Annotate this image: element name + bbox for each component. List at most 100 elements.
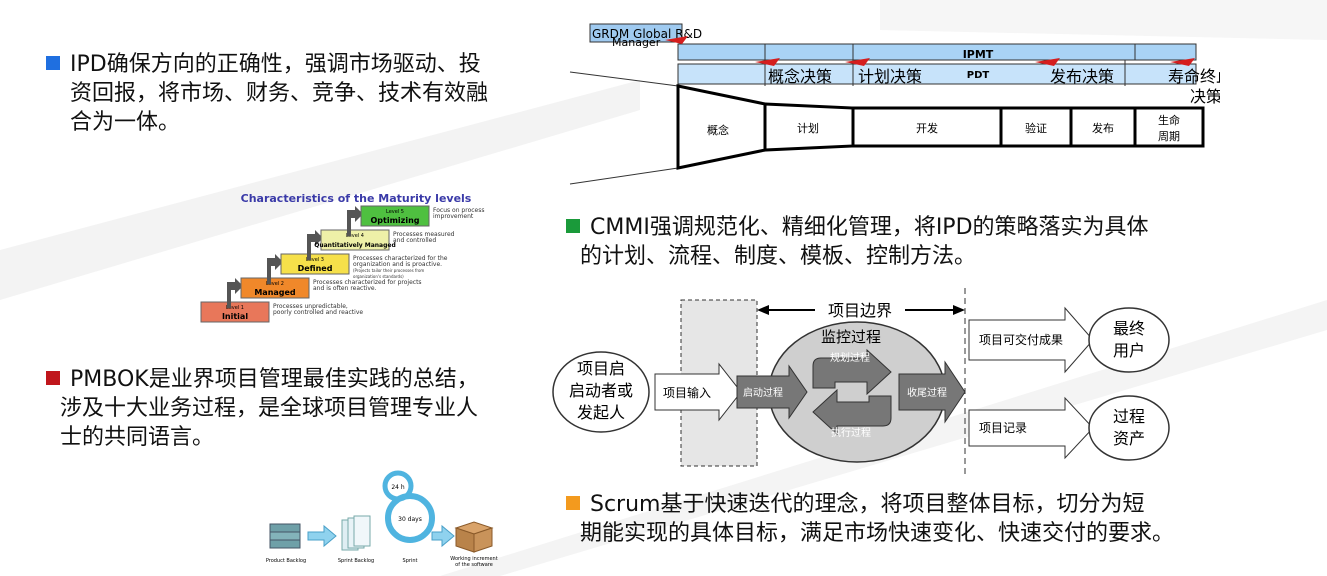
pdt-bar (677, 63, 1197, 85)
phase-release-shape (1069, 106, 1137, 148)
boundary-arrowhead-right (953, 305, 965, 315)
maturity-level-desc: organization's standards) (353, 274, 404, 279)
maturity-level-desc: Processes unpredictable, (273, 303, 348, 310)
bullet-pmbok-line-1: PMBOK是业界项目管理最佳实践的总结， (70, 367, 479, 392)
maturity-level-box (360, 205, 430, 227)
bullet-scrum-line-2: 期能实现的具体目标，满足市场快速变化、快速交付的要求。 (580, 521, 1175, 546)
manager-label: Manager (612, 36, 661, 49)
maturity-level-number: Level 4 (346, 233, 364, 239)
records-label: 项目记录 (979, 421, 1027, 435)
bullet-pmbok-line-2: 涉及十大业务过程，是全球项目管理专业人 (60, 396, 479, 421)
bullet-ipd-line-2: 资回报，将市场、财务、竞争、技术有效融 (70, 81, 489, 106)
initiator-line-2: 启动者或 (569, 381, 633, 400)
decision-marker-3 (1035, 58, 1060, 66)
maturity-level-desc: Processes measured (393, 231, 455, 238)
maturity-level-desc: Processes characterized for the (353, 255, 448, 262)
initiator-line-3: 发起人 (577, 403, 625, 422)
decision-concept: 概念决策 (768, 67, 832, 86)
maturity-level-name: Initial (222, 312, 248, 321)
daily-label: 24 h (391, 484, 405, 491)
boundary-arrowhead-left (757, 305, 769, 315)
sprint-backlog-sheets (341, 515, 371, 551)
maturity-level-name: Defined (298, 264, 333, 273)
phase-release: 发布 (1092, 121, 1114, 135)
end-user-ellipse (1088, 307, 1170, 373)
phase-verify-shape (999, 106, 1073, 148)
decision-marker-2 (845, 58, 870, 66)
decision-marker-4 (1170, 58, 1195, 66)
product-backlog-label: Product Backlog (266, 558, 306, 564)
bullet-cmmi-line-2: 的计划、流程、制度、模板、控制方法。 (580, 244, 977, 269)
phase-verify: 验证 (1025, 121, 1047, 135)
sprint-days-label: 30 days (398, 516, 422, 523)
maturity-diagram: Characteristics of the Maturity levels L… (200, 192, 484, 323)
decision-eol-2: 决策 (1190, 87, 1220, 106)
initiator-line-1: 项目启 (577, 359, 625, 378)
close-arrow (898, 360, 966, 424)
bullet-cmmi: CMMI强调规范化、精细化管理，将IPD的策略落实为具体 的计划、流程、制度、模… (566, 213, 1149, 271)
bullet-ipd-square (46, 56, 60, 70)
maturity-level-number: Level 1 (226, 305, 244, 311)
increment-label-2: of the software (455, 562, 493, 568)
ipd-guide-line-bottom (569, 167, 679, 185)
monitor-label: 监控过程 (821, 328, 881, 346)
maturity-level-name: Optimizing (371, 216, 420, 225)
phase-lifecycle-1: 生命 (1158, 113, 1180, 127)
pm-process-diagram: 项目边界 项目启 启动者或 发起人 项目输入 监控过程 启动过程 规划过程 执行… (552, 288, 1170, 474)
bullet-scrum-square (566, 496, 580, 510)
phase-concept: 概念 (707, 123, 729, 137)
bullet-scrum: Scrum基于快速迭代的理念，将项目整体目标，切分为短 期能实现的具体目标，满足… (566, 490, 1174, 548)
ipmt-segment-end (1134, 43, 1197, 61)
decision-eol-1: 寿命终止 (1168, 67, 1220, 86)
bullet-ipd-line-3: 合为一体。 (70, 110, 181, 135)
sprint-label: Sprint (403, 558, 418, 564)
decision-release: 发布决策 (1050, 67, 1114, 86)
sprint-backlog-label: Sprint Backlog (338, 558, 374, 564)
maturity-step-arrow (307, 230, 323, 260)
phase-dev: 开发 (916, 121, 938, 135)
maturity-level-number: Level 3 (306, 257, 324, 263)
maturity-step-arrow (267, 254, 283, 284)
decision-marker-manager (665, 36, 688, 44)
maturity-level-desc: (Projects tailor their processes from (353, 268, 424, 273)
maturity-level-number: Level 2 (266, 281, 284, 287)
maturity-level-box (320, 229, 390, 251)
bullet-ipd: IPD确保方向的正确性，强调市场驱动、投 资回报，将市场、财务、竞争、技术有效融… (46, 50, 488, 137)
increment-label-1: Working increment (450, 556, 497, 562)
assets-line-1: 过程 (1113, 407, 1145, 426)
input-label: 项目输入 (663, 385, 711, 400)
bullet-ipd-line-1: IPD确保方向的正确性，强调市场驱动、投 (70, 52, 481, 77)
maturity-level-desc: improvement (433, 213, 474, 220)
maturity-level-name: Managed (254, 288, 296, 297)
maturity-level-box (200, 301, 270, 323)
maturity-level-number: Level 5 (386, 209, 404, 215)
bullet-pmbok: PMBOK是业界项目管理最佳实践的总结， 涉及十大业务过程，是全球项目管理专业人… (46, 365, 479, 452)
product-backlog-stack (269, 523, 301, 549)
ipmt-bar (677, 43, 1197, 61)
ipmt-label: IPMT (963, 48, 994, 61)
assets-line-2: 资产 (1113, 429, 1145, 448)
plan-arrow (812, 348, 892, 396)
maturity-level-desc: and is often reactive. (313, 285, 377, 292)
end-user-line-2: 用户 (1113, 341, 1145, 360)
maturity-level-desc: Focus on process (433, 207, 484, 214)
assets-ellipse (1088, 395, 1170, 461)
phase-plan: 计划 (797, 122, 819, 135)
grdm-label: GRDM Global R&D (592, 27, 702, 41)
ipmt-segment (764, 43, 854, 61)
phase-lifecycle-shape (1133, 106, 1205, 148)
input-arrow (654, 362, 742, 422)
scrum-diagram: 24 h 30 days Product Backlog Sprint Back… (266, 470, 498, 568)
grdm-box (589, 23, 683, 43)
decision-plan: 计划决策 (858, 67, 922, 86)
ipd-diagram: GRDM Global R&D Manager IPMT PDT 概念决策 计划… (569, 23, 1220, 185)
bullet-pmbok-line-3: 士的共同语言。 (60, 425, 215, 450)
plan-label: 规划过程 (830, 351, 870, 364)
execute-label: 执行过程 (831, 426, 871, 439)
start-label: 启动过程 (743, 386, 783, 399)
bullet-cmmi-square (566, 219, 580, 233)
